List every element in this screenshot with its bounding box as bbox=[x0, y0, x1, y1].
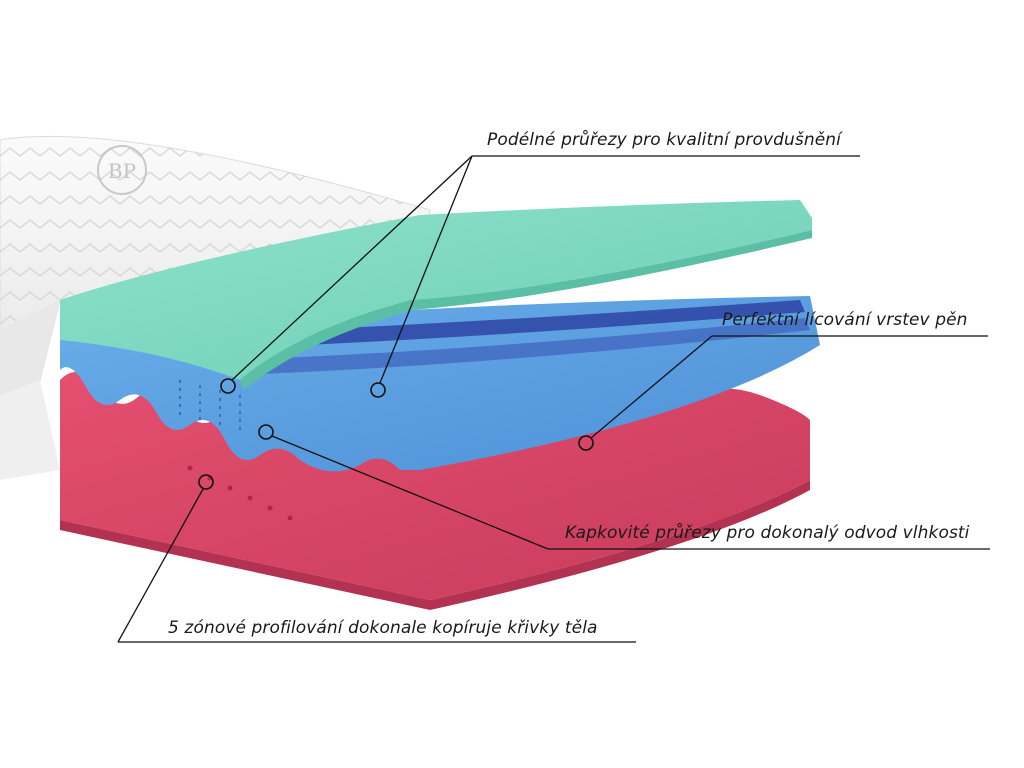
callout-five-zone-profiling: 5 zónové profilování dokonale kopíruje k… bbox=[168, 618, 598, 638]
brand-logo: BP bbox=[97, 145, 147, 195]
callout-markers bbox=[198, 378, 594, 490]
svg-text:BP: BP bbox=[108, 159, 136, 183]
top-foam-layer bbox=[60, 200, 812, 390]
callout-layer-fit: Perfektní lícování vrstev pěn bbox=[722, 310, 968, 330]
callout-longitudinal-cuts: Podélné průřezy pro kvalitní provdušnění bbox=[487, 130, 841, 150]
leader-lines bbox=[117, 155, 990, 643]
callout-drop-cuts: Kapkovité průřezy pro dokonalý odvod vlh… bbox=[565, 523, 970, 543]
